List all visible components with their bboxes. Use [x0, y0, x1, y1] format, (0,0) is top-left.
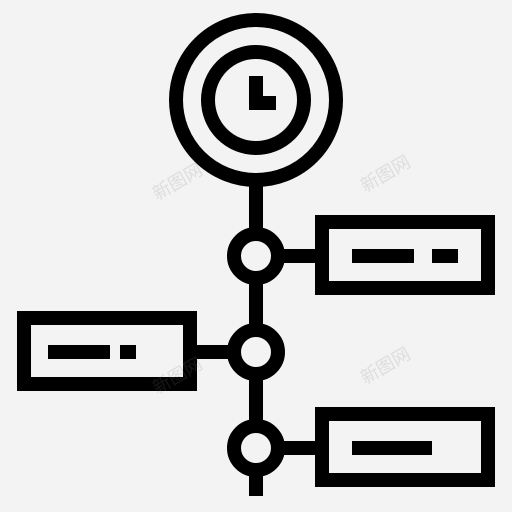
timeline-node-3 [227, 419, 285, 477]
clock-hands-icon [249, 76, 276, 110]
timeline-node-2 [227, 323, 285, 381]
timeline-node-1 [227, 227, 285, 285]
label-card-middle-left [17, 311, 197, 391]
label-card-bottom-right [315, 407, 495, 487]
label-card-top-right [315, 215, 495, 295]
